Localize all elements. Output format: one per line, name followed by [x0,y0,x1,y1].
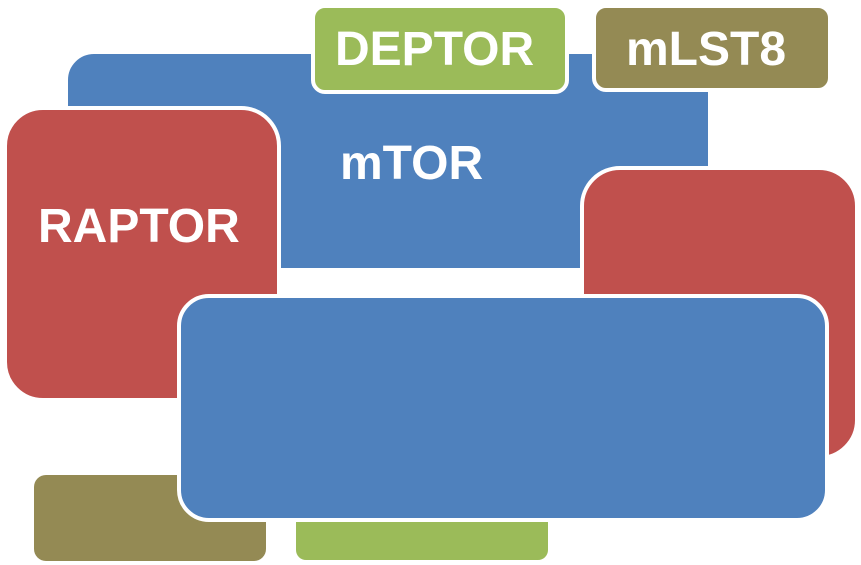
deptor-block [311,4,569,94]
mlst8-label: mLST8 [626,23,787,76]
raptor-label: RAPTOR [38,200,240,253]
deptor-label: DEPTOR [335,23,535,76]
mtor-lower-block [177,294,829,522]
mtor-label: mTOR [340,137,484,190]
mlst8-block [592,4,832,92]
